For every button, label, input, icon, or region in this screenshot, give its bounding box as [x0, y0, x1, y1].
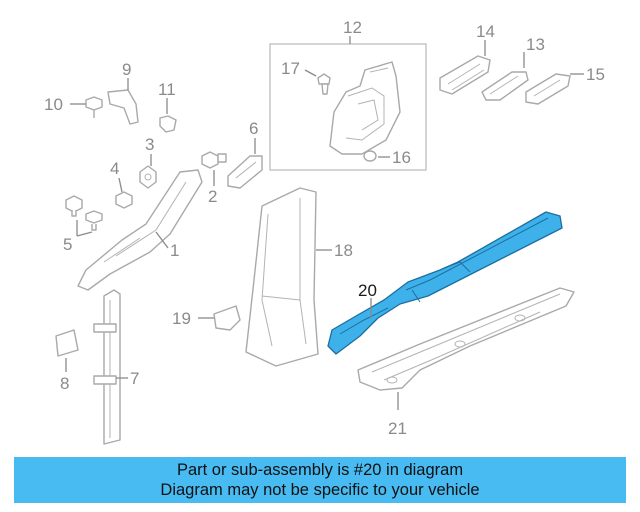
part-1-a-pillar-trim: 1 [77, 169, 203, 291]
part-6-cap: 6 [227, 119, 263, 189]
callout-11: 11 [158, 80, 176, 99]
part-9-bracket: 9 [107, 60, 139, 125]
callout-12: 12 [343, 18, 362, 37]
part-7-seal-strip: 7 [93, 289, 139, 445]
callout-20: 20 [358, 281, 377, 300]
callout-21: 21 [388, 419, 407, 438]
callout-3: 3 [145, 135, 154, 154]
callout-14: 14 [476, 22, 495, 41]
callout-5: 5 [63, 235, 72, 254]
part-18-b-pillar-trim: 18 [245, 187, 353, 367]
part-5-clips: 5 [63, 195, 103, 254]
part-19-clip: 19 [172, 305, 241, 331]
callout-13: 13 [526, 35, 545, 54]
callout-17: 17 [281, 59, 300, 78]
part-2-screw: 2 [201, 151, 227, 206]
callout-8: 8 [60, 374, 69, 393]
callout-7: 7 [130, 369, 139, 388]
banner-line-disclaimer: Diagram may not be specific to your vehi… [160, 481, 480, 499]
part-3-nut: 3 [139, 135, 157, 189]
part-13-bracket: 13 [481, 35, 545, 101]
part-20-sill-plate: 20 [327, 211, 563, 355]
callout-10: 10 [44, 95, 63, 114]
part-10-screw: 10 [44, 95, 103, 118]
part-8-cap: 8 [55, 329, 79, 393]
part-11-clip: 11 [158, 80, 177, 133]
callout-2: 2 [208, 187, 217, 206]
callout-4: 4 [110, 159, 119, 178]
part-16-clip: 16 [363, 148, 411, 167]
callout-9: 9 [122, 60, 131, 79]
part-4-clip: 4 [110, 159, 133, 209]
callout-16: 16 [392, 148, 411, 167]
callout-15: 15 [586, 65, 605, 84]
part-12-trim-piece [329, 61, 401, 155]
part-21-reinforcement: 21 [357, 287, 575, 438]
part-15-bracket: 15 [525, 65, 605, 105]
callout-1: 1 [170, 241, 179, 260]
part-17-screw: 17 [281, 59, 331, 95]
part-12-group-box: 12 [269, 18, 427, 171]
callout-6: 6 [249, 119, 258, 138]
part-14-bracket: 14 [439, 22, 495, 95]
callout-18: 18 [334, 241, 353, 260]
callout-19: 19 [172, 309, 191, 328]
banner-line-part: Part or sub-assembly is #20 in diagram [176, 461, 464, 479]
info-banner: Part or sub-assembly is #20 in diagram D… [14, 457, 626, 503]
